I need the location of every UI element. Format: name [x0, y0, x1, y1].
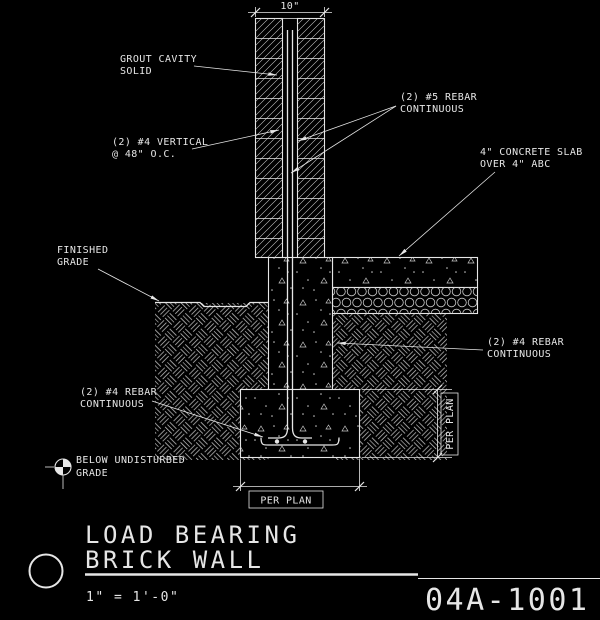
detail-scale: 1" = 1'-0" — [86, 590, 179, 605]
dimension-footing-depth: PER PLAN — [362, 384, 459, 463]
foundation-stem — [267, 256, 334, 391]
leader-line — [193, 65, 278, 76]
detail-title-line2: BRICK WALL — [85, 546, 265, 574]
callout-concrete-slab: 4" CONCRETE SLAB OVER 4" ABC — [398, 147, 583, 257]
dimension-footing-depth-text: PER PLAN — [445, 398, 456, 449]
dimension-footing-width: PER PLAN — [233, 458, 367, 509]
dimension-box — [440, 392, 459, 456]
callout-text: @ 48" O.C. — [112, 149, 176, 160]
gravel-base-layer — [331, 286, 479, 315]
leader-line — [398, 171, 496, 257]
dimension-box — [248, 490, 324, 509]
callout-text: CONTINUOUS — [400, 104, 464, 115]
callout-text: 4" CONCRETE SLAB — [480, 147, 583, 158]
callout-text: OVER 4" ABC — [480, 159, 551, 170]
callout-text: FINISHED — [57, 245, 108, 256]
callout-text: (2) #4 VERTICAL — [112, 137, 208, 148]
concrete-slab — [331, 256, 479, 289]
callout-below-undisturbed-grade: BELOW UNDISTURBED GRADE — [45, 455, 185, 489]
leader-line — [290, 105, 397, 174]
rebar — [260, 30, 340, 446]
callout-rebar4-left: (2) #4 REBAR CONTINUOUS — [80, 387, 264, 438]
callout-text: GROUT CAVITY — [120, 54, 197, 65]
callout-text: (2) #5 REBAR — [400, 92, 478, 103]
brick-wall — [254, 17, 326, 259]
callout-rebar5: (2) #5 REBAR CONTINUOUS — [290, 92, 478, 174]
sheet-number: 04A-1001 — [425, 583, 590, 618]
leader-line — [191, 129, 280, 150]
dimension-footing-width-text: PER PLAN — [260, 496, 311, 507]
leader-line — [336, 341, 484, 351]
title-block: LOAD BEARING BRICK WALL 1" = 1'-0" 04A-1… — [28, 521, 600, 618]
brick-course-joints-right — [297, 38, 325, 239]
dimension-wall-width: 10" — [248, 1, 332, 18]
leader-line — [297, 105, 397, 142]
callout-text: GRADE — [76, 468, 108, 479]
rebar-section-dot — [274, 439, 280, 444]
callout-text: CONTINUOUS — [487, 349, 551, 360]
callout-text: (2) #4 REBAR — [487, 337, 565, 348]
rebar-section-dot — [302, 439, 308, 444]
vertical-rebar-right-bar — [291, 30, 312, 439]
callout-grout-cavity: GROUT CAVITY SOLID — [120, 54, 278, 77]
detail-bubble-icon — [28, 553, 64, 589]
callout-finished-grade: FINISHED GRADE — [57, 245, 160, 302]
callout-text: BELOW UNDISTURBED — [76, 455, 185, 466]
vertical-rebar-left-bar — [268, 30, 289, 439]
callout-text: SOLID — [120, 66, 152, 77]
footing-rebar-hooked-bar — [260, 437, 340, 446]
footing — [239, 388, 361, 459]
callout-rebar4-right: (2) #4 REBAR CONTINUOUS — [336, 337, 565, 360]
finished-grade-line — [155, 301, 269, 308]
dimension-wall-width-text: 10" — [280, 1, 299, 12]
leader-line — [151, 400, 264, 438]
callout-text: CONTINUOUS — [80, 399, 144, 410]
callout-text: GRADE — [57, 257, 89, 268]
callout-text: (2) #4 REBAR — [80, 387, 158, 398]
leader-line — [97, 268, 160, 302]
datum-target-icon — [54, 458, 72, 489]
callout-vertical-rebar: (2) #4 VERTICAL @ 48" O.C. — [112, 129, 280, 160]
detail-title-line1: LOAD BEARING — [85, 521, 300, 549]
brick-course-joints-left — [255, 38, 283, 239]
